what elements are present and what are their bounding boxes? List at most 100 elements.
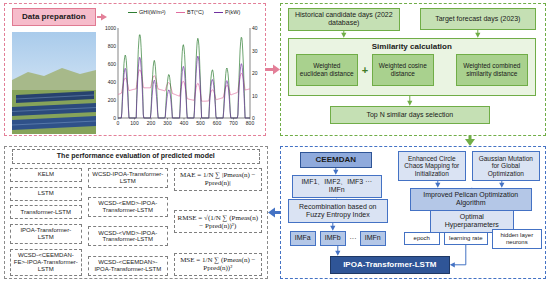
arrowhead [450,262,455,267]
legend-item: BT(°C) [176,10,204,16]
section-panel: Historical candidate days (2022 database… [280,3,546,136]
node-text: WCSD-<CEEMDAN>-IPOA-Transformer-LSTM [89,259,167,273]
model-box: IPOA-Transformer-LSTM [10,224,82,244]
process-box: Weighted cosine distance [372,54,434,86]
legend-item: GHI(W/m²) [128,10,166,16]
connector [499,181,504,188]
formula-box: RMSE = √(1/N ∑ (Pmeas(n) − Ppred(n))²) [174,210,262,233]
axis-tick: 0 [113,116,116,121]
node-text: Weighted cosine distance [373,62,433,77]
node-text: epoch [412,235,432,242]
node-text: WCSD-<CEEMDAN-FE>-IPOA-Transformer-LSTM [11,252,81,273]
model-box: IPOA-Transformer-LSTM [330,256,450,274]
legend-text: P(kW) [225,9,240,15]
node-text: IMF1、IMF2、IMF3 ··· IMFn [293,178,381,194]
model-box: WCSD-<CEEMDAN-FE>-IPOA-Transformer-LSTM [10,249,82,276]
arrowhead [268,208,275,218]
operator-sign: + [362,65,368,76]
model-box: WCSD-<CEEMDAN>-IPOA-Transformer-LSTM [88,256,168,276]
formula-box: MSE = 1/N ∑ (Pmeas(n) − Ppred(n))² [174,253,262,276]
param-box: epoch [404,232,440,245]
imf-box: IMFb [320,231,346,246]
model-box: Transformer-LSTM [10,205,82,219]
param-box: hidden layer neurons [492,229,542,249]
node-text: Data preparation [20,12,88,21]
connector [475,30,480,38]
group-box: Similarity calculationWeighted euclidean… [288,38,536,96]
axis-tick: 1000 [105,26,116,31]
node-text: Recombination based on Fuzzy Entropy Ind… [289,203,387,219]
arrowhead [465,139,475,146]
process-box: Top N similar days selection [330,106,490,124]
node-text: Enhanced Circle Chaos Mapping for Initia… [399,155,465,177]
node-text: Weighted combined similarity distance [457,62,527,77]
input-box: Target forecast days (2023) [420,8,536,30]
param-box: learning rate [444,232,488,245]
node-text: KELM [36,171,56,178]
axis-tick: 700 [229,121,237,126]
node-text: learning rate [447,235,484,242]
process-box: Improved Pelican Optimization Algorithm [410,188,532,211]
input-box: Historical candidate days (2022 database… [288,8,400,31]
axis-tick: 0 [117,121,120,126]
imf-box: IMFa [290,231,316,246]
tick-mark [167,118,168,120]
ellipsis: ··· [350,235,357,242]
node-text: MAE = 1/N ∑ |Pmeas(n) − Ppred(n)| [175,171,261,187]
connector [435,181,440,188]
tick-mark [184,118,185,120]
axis-tick: 10 [252,93,258,98]
legend-line [214,12,223,14]
node-text: IPOA-Transformer-LSTM [341,260,438,269]
axis-tick: 600 [108,62,116,67]
node-text: Top N similar days selection [364,111,455,119]
process-box: Weighted combined similarity distance [456,54,528,86]
node-text: WCSD-<VMD>-IPOA-Transformer-LSTM [89,230,167,244]
node-text: WCSD-<EMD>-IPOA-Transformer-LSTM [89,200,167,214]
axis-tick: 400 [108,80,116,85]
connector-line [266,68,274,71]
legend-text: GHI(W/m²) [139,9,166,15]
node-text: Gaussian Mutation for Global Optimizatio… [473,155,539,177]
model-box: LSTM [10,187,82,201]
tick-mark [200,118,201,120]
header-box: The performance evaluation of predicted … [12,149,260,164]
node-text: Transformer-LSTM [19,209,73,216]
legend-text: BT(°C) [187,9,204,15]
axis-tick: 800 [108,44,116,49]
formula-box: MAE = 1/N ∑ |Pmeas(n) − Ppred(n)| [174,168,262,191]
node-text: Optimal Hyperparameters [431,213,513,229]
node-text: MSE = 1/N ∑ (Pmeas(n) − Ppred(n))² [175,256,261,272]
legend-line [128,12,137,14]
model-box: WCSD-IPOA-Transformer-LSTM [88,168,168,188]
connector [341,31,346,38]
process-box: Recombination based on Fuzzy Entropy Ind… [288,199,388,223]
section-panel: Data preparation [4,3,266,136]
node-text: Weighted euclidean distance [297,62,357,77]
model-box: WCSD-<VMD>-IPOA-Transformer-LSTM [88,226,168,246]
model-box: KELM [10,168,82,182]
imf-box: IMFn [360,231,386,246]
axis-tick: 30 [252,48,258,53]
node-text: IMFn [363,234,383,242]
model-box: WCSD-<EMD>-IPOA-Transformer-LSTM [88,197,168,217]
node-text: Similarity calculation [370,42,454,51]
node-text: Target forecast days (2023) [433,15,522,23]
node-text: LSTM [36,190,56,197]
connector [335,246,340,256]
connector [450,245,466,268]
connector-line [454,245,466,265]
connector [465,136,475,146]
axis-tick: 40 [252,26,258,31]
section-panel: CEEMDANIMF1、IMF2、IMF3 ··· IMFnRecombinat… [280,146,546,279]
axis-tick: 600 [213,121,221,126]
process-box: Weighted euclidean distance [296,54,358,86]
section-panel: The performance evaluation of predicted … [4,146,268,279]
node-text: hidden layer neurons [493,232,541,246]
axis-tick: 100 [130,121,138,126]
chart-series [118,56,250,118]
axis-tick: 400 [180,121,188,126]
node-text: IPOA-Transformer-LSTM [11,227,81,241]
process-box: Gaussian Mutation for Global Optimizatio… [472,151,540,181]
process-box: IMF1、IMF2、IMF3 ··· IMFn [292,175,382,198]
